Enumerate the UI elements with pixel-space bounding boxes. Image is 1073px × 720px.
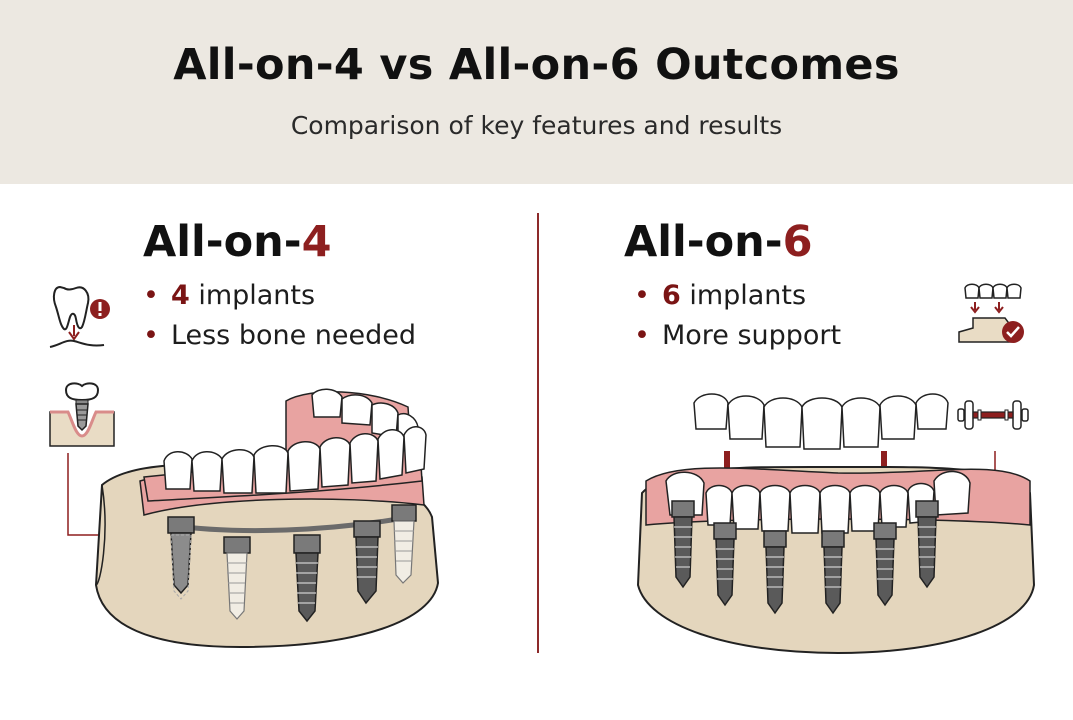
implant-group — [671, 500, 939, 615]
all-on-4-title-number: 4 — [301, 217, 332, 267]
page-title: All-on-4 vs All-on-6 Outcomes — [173, 40, 900, 90]
floating-bridge — [693, 393, 949, 450]
bullet-text: implants — [189, 280, 316, 311]
bullet-implant-count: 6 implants — [634, 276, 841, 316]
page-subtitle: Comparison of key features and results — [290, 111, 783, 140]
all-on-6-title-prefix: All-on- — [624, 217, 783, 267]
bullet-implant-count: 4 implants — [143, 276, 416, 316]
implant-group — [167, 504, 417, 623]
all-on-4-illustration — [67, 388, 440, 649]
column-divider — [537, 213, 539, 653]
bullet-support: More support — [634, 316, 841, 356]
bullet-text: Less bone needed — [170, 320, 417, 351]
header-banner: All-on-4 vs All-on-6 Outcomes Comparison… — [0, 0, 1073, 184]
bullet-text: More support — [661, 320, 842, 351]
all-on-6-bullets: 6 implants More support — [634, 276, 841, 356]
bullet-bone: Less bone needed — [143, 316, 416, 356]
all-on-4-bullets: 4 implants Less bone needed — [143, 276, 416, 356]
bullet-number: 4 — [170, 280, 190, 311]
dumbbell-strength-icon — [957, 400, 1029, 430]
all-on-4-title-prefix: All-on- — [143, 217, 302, 267]
bullet-number: 6 — [661, 280, 681, 311]
bridge-support-check-icon — [958, 283, 1024, 343]
all-on-6-title-number: 6 — [782, 217, 813, 267]
bullet-text: implants — [680, 280, 807, 311]
tooth-bone-loss-icon — [49, 285, 110, 348]
all-on-4-title: All-on-4 — [143, 217, 332, 267]
single-implant-icon — [49, 382, 115, 447]
all-on-6-title: All-on-6 — [624, 217, 813, 267]
all-on-6-illustration — [636, 393, 1036, 655]
